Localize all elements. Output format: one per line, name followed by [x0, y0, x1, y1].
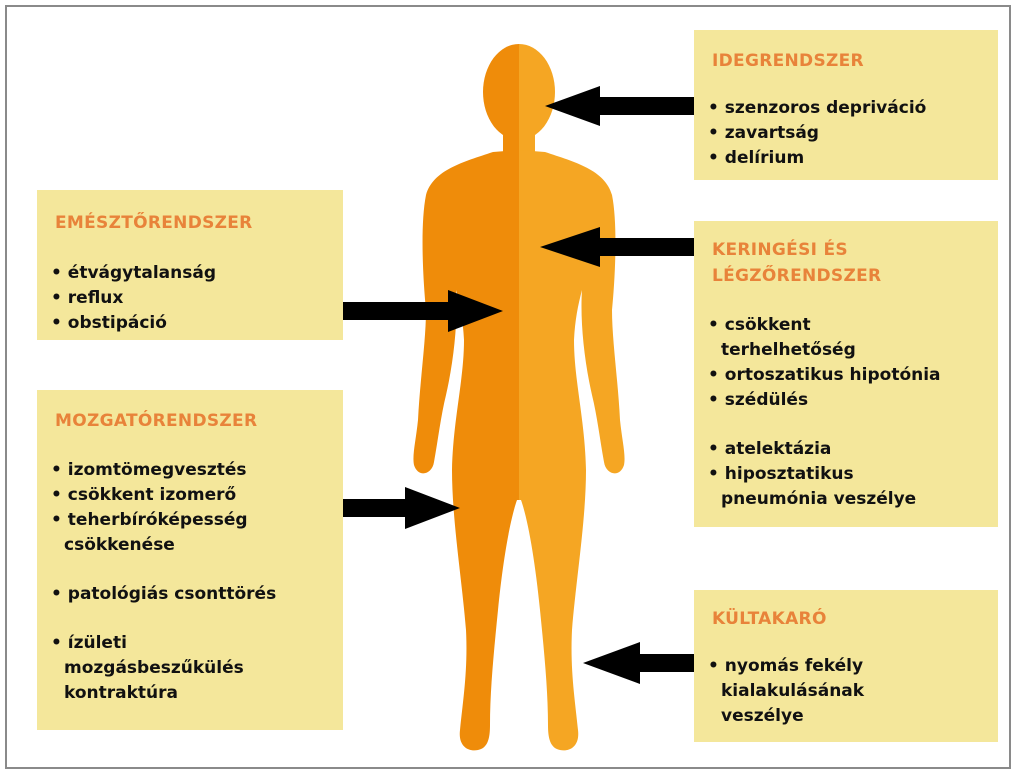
list-item: • szenzoros depriváció	[708, 96, 926, 121]
list-item: • ortoszatikus hipotónia	[708, 363, 941, 388]
list-item: pneumónia veszélye	[708, 487, 941, 512]
list-item: • patológiás csonttörés	[51, 582, 276, 607]
list-item: mozgásbeszűkülés	[51, 656, 276, 681]
list-item: • izomtömegvesztés	[51, 458, 276, 483]
list-item: • atelektázia	[708, 437, 941, 462]
list-item: • csökkent	[708, 313, 941, 338]
item-list: • szenzoros depriváció • zavartság • del…	[708, 96, 926, 171]
box-title: MOZGATÓRENDSZER	[55, 408, 257, 434]
box-integumentary-system: KÜLTAKARÓ • nyomás fekély kialakulásának…	[694, 590, 998, 742]
arrow-musculoskeletal	[343, 487, 460, 529]
item-list: • izomtömegvesztés • csökkent izomerő • …	[51, 458, 276, 706]
box-circulatory-respiratory: KERINGÉSI ÉS LÉGZŐRENDSZER • csökkent te…	[694, 221, 998, 527]
box-digestive-system: EMÉSZTŐRENDSZER • étvágytalanság • reflu…	[37, 190, 343, 340]
item-list: • nyomás fekély kialakulásának veszélye	[708, 654, 864, 729]
box-title: EMÉSZTŐRENDSZER	[55, 210, 253, 236]
item-list: • csökkent terhelhetőség • ortoszatikus …	[708, 313, 941, 512]
list-item: • obstipáció	[51, 311, 216, 336]
box-musculoskeletal-system: MOZGATÓRENDSZER • izomtömegvesztés • csö…	[37, 390, 343, 730]
list-item: • reflux	[51, 286, 216, 311]
box-title: IDEGRENDSZER	[712, 48, 864, 74]
list-item: csökkenése	[51, 533, 276, 558]
list-item: terhelhetőség	[708, 338, 941, 363]
list-item: • ízületi	[51, 631, 276, 656]
box-title: KÜLTAKARÓ	[712, 606, 827, 632]
box-nervous-system: IDEGRENDSZER • szenzoros depriváció • za…	[694, 30, 998, 180]
list-item: • étvágytalanság	[51, 261, 216, 286]
list-item: veszélye	[708, 704, 864, 729]
box-title-line1: KERINGÉSI ÉS	[712, 237, 848, 263]
list-item: • hiposztatikus	[708, 462, 941, 487]
list-item: • delírium	[708, 146, 926, 171]
list-item: kontraktúra	[51, 681, 276, 706]
list-item: • csökkent izomerő	[51, 483, 276, 508]
list-item: kialakulásának	[708, 679, 864, 704]
item-list: • étvágytalanság • reflux • obstipáció	[51, 261, 216, 336]
list-item: • szédülés	[708, 388, 941, 413]
box-title-line2: LÉGZŐRENDSZER	[712, 263, 881, 289]
list-item: • teherbíróképesség	[51, 508, 276, 533]
arrow-skin	[583, 642, 695, 684]
list-item: • nyomás fekély	[708, 654, 864, 679]
list-item: • zavartság	[708, 121, 926, 146]
arrow-nervous	[545, 86, 694, 126]
